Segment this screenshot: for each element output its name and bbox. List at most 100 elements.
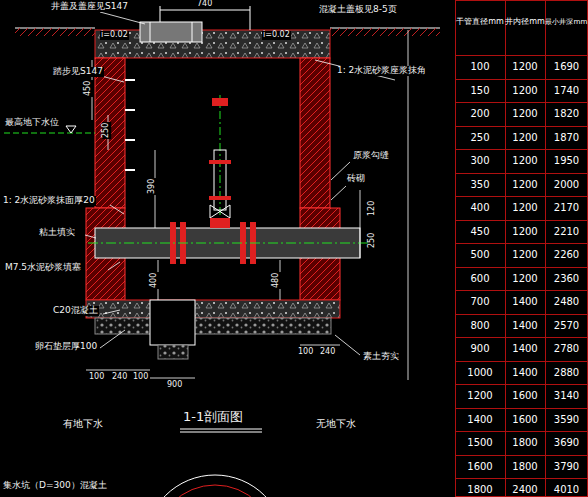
leader-line — [335, 335, 360, 355]
table-grid — [455, 267, 588, 268]
floor-slab — [158, 345, 188, 359]
table-header: 井内径mm — [505, 14, 545, 30]
section-underline — [180, 429, 262, 432]
table-header: 干管直径mm — [455, 14, 505, 30]
gate-valve — [209, 196, 231, 200]
ground-line — [330, 28, 440, 36]
annotation-label: 井盖及盖座见S147 — [50, 2, 129, 12]
table-cell: 3690 — [545, 435, 588, 451]
table-cell: 1200 — [505, 83, 545, 99]
table-cell: 350 — [455, 177, 505, 193]
table-cell: 1400 — [505, 365, 545, 381]
table-cell: 4010 — [545, 482, 588, 497]
dimension-line — [86, 370, 150, 371]
table-cell: 2480 — [545, 294, 588, 310]
floor-slab — [86, 300, 340, 318]
table-grid — [455, 361, 588, 362]
table-cell: 1200 — [505, 59, 545, 75]
water-level — [66, 126, 76, 133]
table-cell: 250 — [455, 130, 505, 146]
table-grid — [455, 149, 588, 150]
ladder-step — [125, 109, 135, 111]
brick-wall — [95, 58, 125, 208]
annotation-label: 无地下水 — [315, 418, 357, 429]
dimension-text: 400 — [150, 272, 159, 289]
floor-slab — [150, 300, 195, 345]
table-cell: 1800 — [455, 482, 505, 497]
sump-plan-arc — [155, 485, 275, 497]
table-cell: 1800 — [505, 459, 545, 475]
cover-slab — [140, 22, 202, 42]
table-cell: 1200 — [505, 224, 545, 240]
table-cell: 1200 — [505, 177, 545, 193]
table-grid — [505, 0, 506, 497]
table-grid — [455, 384, 588, 385]
annotation-label: 卵石垫层厚100 — [34, 342, 98, 352]
table-grid — [455, 55, 588, 56]
annotation-label: 最高地下水位 — [4, 118, 60, 128]
table-cell: 1200 — [505, 153, 545, 169]
brick-wall — [86, 58, 340, 300]
table-cell: 1740 — [545, 83, 588, 99]
leader-line — [331, 186, 346, 200]
cover-slab — [160, 6, 161, 22]
table-cell: 1200 — [505, 247, 545, 263]
table-grid — [455, 314, 588, 315]
cover-slab — [95, 6, 330, 58]
table-cell: 1800 — [505, 435, 545, 451]
table-cell: 2170 — [545, 200, 588, 216]
leader-line — [85, 12, 395, 355]
gate-valve — [209, 95, 231, 228]
table-grid — [455, 79, 588, 80]
water-level — [4, 133, 95, 134]
ladder-step — [125, 139, 135, 141]
ladder-step — [125, 79, 135, 81]
table-cell: 1600 — [505, 388, 545, 404]
sump-plan-arc — [145, 475, 285, 497]
table-cell: 700 — [455, 294, 505, 310]
leader-line — [108, 262, 120, 270]
gate-valve — [212, 98, 228, 106]
ladder-step — [125, 80, 135, 170]
table-cell: 200 — [455, 106, 505, 122]
ground-line — [15, 28, 95, 36]
dimension-text: 100 — [297, 348, 314, 357]
annotation-label: 1: 2水泥砂浆座浆抹角 — [336, 66, 427, 76]
table-cell: 1400 — [505, 318, 545, 334]
dimension-line — [300, 345, 340, 346]
table-cell: 1000 — [455, 365, 505, 381]
table-cell: 150 — [455, 83, 505, 99]
table-grid — [455, 243, 588, 244]
floor-slab — [95, 318, 331, 334]
table-cell: 1950 — [545, 153, 588, 169]
table-cell: 1200 — [505, 271, 545, 287]
table-cell: 2570 — [545, 318, 588, 334]
dimension-line — [86, 30, 408, 380]
annotation-label: 原浆勾缝 — [352, 151, 390, 161]
floor-slab — [86, 300, 340, 359]
table-grid — [455, 173, 588, 174]
annotation-label: 踏步见S147 — [52, 67, 104, 77]
annotation-label: 砖砌 — [346, 174, 366, 184]
table-cell: 1200 — [505, 106, 545, 122]
table-cell: 2000 — [545, 177, 588, 193]
dimension-text: 740 — [196, 0, 213, 9]
table-cell: 1600 — [455, 459, 505, 475]
annotation-label: i=0.02 — [262, 31, 291, 40]
ladder-step — [125, 169, 135, 171]
table-grid — [455, 478, 588, 479]
cover-slab — [250, 6, 251, 30]
dimension-text: 900 — [166, 381, 183, 390]
table-cell: 100 — [455, 59, 505, 75]
table-cell: 2880 — [545, 365, 588, 381]
dimension-line — [150, 378, 195, 379]
leader-line — [85, 235, 96, 238]
gate-valve — [210, 205, 230, 218]
table-grid — [545, 0, 546, 497]
table-cell: 2260 — [545, 247, 588, 263]
annotation-label: i=0.02 — [100, 31, 129, 40]
leader-line — [100, 12, 145, 24]
table-header: 最小井深mm — [545, 14, 588, 30]
table-cell: 3790 — [545, 459, 588, 475]
